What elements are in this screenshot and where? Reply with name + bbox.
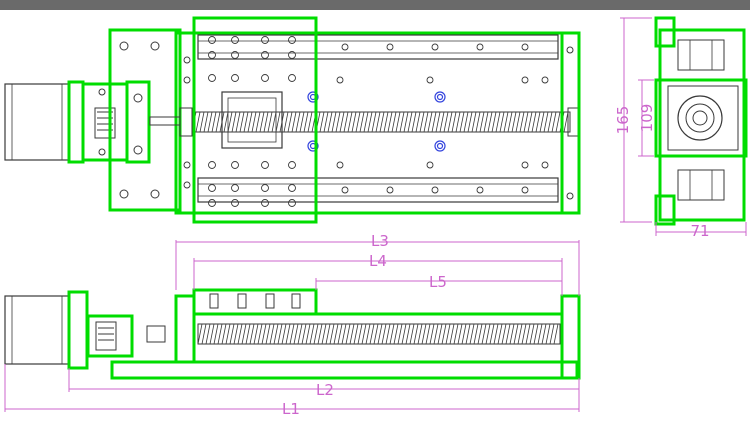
guide-rail-lower	[197, 177, 559, 203]
motor-body-top	[4, 83, 70, 161]
dim-165	[620, 17, 652, 223]
base-holes	[183, 56, 549, 189]
rail-holes-lower	[341, 186, 529, 194]
end-block-left-side	[174, 294, 196, 364]
end-block-right-side	[560, 294, 581, 380]
top-view	[4, 16, 581, 224]
dim-109-label: 109	[638, 104, 656, 133]
carriage-side	[192, 288, 318, 316]
dim-l3	[175, 240, 580, 296]
dim-l2	[68, 368, 580, 392]
dim-109	[638, 79, 654, 157]
dim-l4-label: L4	[369, 252, 387, 270]
coupling-housing-top	[81, 82, 129, 162]
top-border-bar	[0, 0, 750, 10]
side-view: L3 L4 L5 L2 L1	[4, 232, 581, 418]
motor-flange-top	[67, 80, 85, 164]
guide-rail-upper	[197, 34, 559, 60]
end-view-top-cap	[654, 16, 676, 48]
end-plate-right-top	[560, 31, 581, 215]
base-plate-top	[108, 28, 182, 212]
end-plate-left-top	[125, 80, 151, 164]
dim-165-label: 165	[614, 106, 632, 135]
dim-l3-label: L3	[371, 232, 389, 250]
end-view-bearing	[677, 95, 723, 141]
end-view-flange	[654, 78, 748, 158]
dim-l5	[315, 278, 563, 296]
end-view-bottom-cap	[654, 194, 676, 226]
dim-l1-label: L1	[282, 400, 300, 418]
carriage-slide-top	[192, 16, 318, 224]
coupling-housing-side	[86, 314, 134, 358]
dim-l2-label: L2	[316, 381, 334, 399]
rail-holes-upper	[341, 43, 529, 51]
end-view: 165 109 71	[614, 16, 748, 240]
dim-l5-label: L5	[429, 273, 447, 291]
accent-holes	[307, 91, 446, 152]
carriage-holes	[208, 36, 296, 207]
dim-71-label: 71	[690, 222, 709, 240]
base-rail-side	[110, 360, 579, 380]
dim-71	[655, 222, 747, 236]
motor-flange-side	[67, 290, 89, 370]
screw-nut-block	[221, 91, 283, 149]
ball-screw-side	[197, 323, 561, 345]
end-view-body	[658, 28, 746, 222]
dim-l1	[4, 364, 580, 412]
carriage-bolts-side	[209, 293, 301, 309]
ball-screw-top	[149, 107, 579, 137]
motor-body-side	[4, 295, 70, 365]
